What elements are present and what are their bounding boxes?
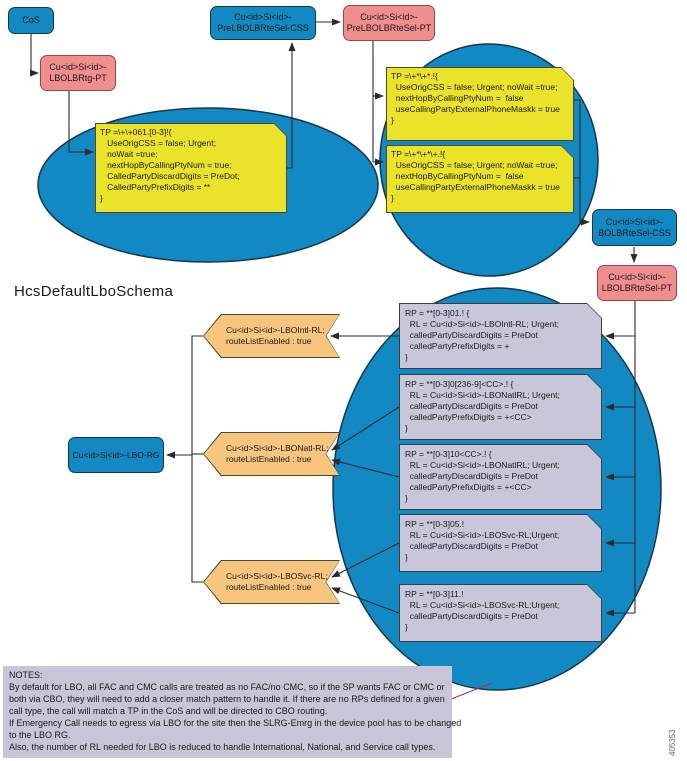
rp-box-svc-1: RP = **[0-3]05.! RL = Cu<id>Si<id>-LBOSv… <box>399 514 602 572</box>
route-list-text: Cu<id>Si<id>-LBONatl-RL; routeListEnable… <box>204 433 339 475</box>
node-lbo-rg: Cu<id>Si<id>-LBO-RG <box>68 437 164 473</box>
route-list-lbointl: Cu<id>Si<id>-LBOIntl-RL; routeListEnable… <box>203 314 340 358</box>
rp-box-text: RP = **[0-3]10<CC>.! { RL = Cu<id>Si<id>… <box>400 445 601 509</box>
node-bolbrtesel-css: Cu<id>Si<id>- BOLBRteSel-CSS <box>592 209 677 246</box>
node-prelbolbrtesel-pt: Cu<id>Si<id>- PreLBOLBRteSel-PT <box>343 5 435 41</box>
rp-box-natl-1: RP = **[0-3]0[236-9]<CC>.! { RL = Cu<id>… <box>399 374 602 440</box>
tp-note-text: TP =\+\+061.[0-3]!{ UseOrigCSS = false; … <box>96 124 286 212</box>
rp-box-natl-2: RP = **[0-3]10<CC>.! { RL = Cu<id>Si<id>… <box>399 444 602 510</box>
node-cos: CoS <box>8 7 54 34</box>
tp-note-prelbo-2: TP =\+*\+*\+.!{ UseOrigCSS = false; Urge… <box>386 145 574 213</box>
tp-note-text: TP =\+*\+*\+.!{ UseOrigCSS = false; Urge… <box>387 146 573 212</box>
node-lbolbrtg-pt: Cu<id>Si<id>- LBOLBRtg-PT <box>40 55 116 91</box>
route-list-text: Cu<id>Si<id>-LBOIntl-RL; routeListEnable… <box>204 315 339 357</box>
rp-box-text: RP = **[0-3]05.! RL = Cu<id>Si<id>-LBOSv… <box>400 515 601 571</box>
route-list-text: Cu<id>Si<id>-LBOSvc-RL; routeListEnabled… <box>204 561 339 603</box>
schema-title: HcsDefaultLboSchema <box>14 283 174 300</box>
rp-box-text: RP = **[0-3]11.! RL = Cu<id>Si<id>-LBOSv… <box>400 585 601 641</box>
route-list-lbonatl: Cu<id>Si<id>-LBONatl-RL; routeListEnable… <box>203 432 340 476</box>
connector-lines <box>30 18 638 617</box>
notes-box: NOTES: By default for LBO, all FAC and C… <box>3 666 461 758</box>
node-lbolbrtesel-pt: Cu<id>Si<id>- LBOLBRteSel-PT <box>597 265 677 301</box>
rp-box-svc-2: RP = **[0-3]11.! RL = Cu<id>Si<id>-LBOSv… <box>399 584 602 642</box>
rp-box-intl: RP = **[0-3]01.! { RL = Cu<id>Si<id>-LBO… <box>399 303 602 369</box>
tp-note-text: TP =\+*\+*.!{ UseOrigCSS = false; Urgent… <box>387 68 573 140</box>
tp-note-prelbo-1: TP =\+*\+*.!{ UseOrigCSS = false; Urgent… <box>386 67 574 141</box>
route-list-lbosvc: Cu<id>Si<id>-LBOSvc-RL; routeListEnabled… <box>203 560 340 604</box>
node-prelbolbrtesel-css: Cu<id>Si<id>- PreLBOLBRteSel-CSS <box>210 6 316 40</box>
figure-number: 405353 <box>668 729 677 756</box>
tp-note-cos-default: TP =\+\+061.[0-3]!{ UseOrigCSS = false; … <box>95 123 287 213</box>
rp-box-text: RP = **[0-3]01.! { RL = Cu<id>Si<id>-LBO… <box>400 304 601 368</box>
rp-box-text: RP = **[0-3]0[236-9]<CC>.! { RL = Cu<id>… <box>400 375 601 439</box>
